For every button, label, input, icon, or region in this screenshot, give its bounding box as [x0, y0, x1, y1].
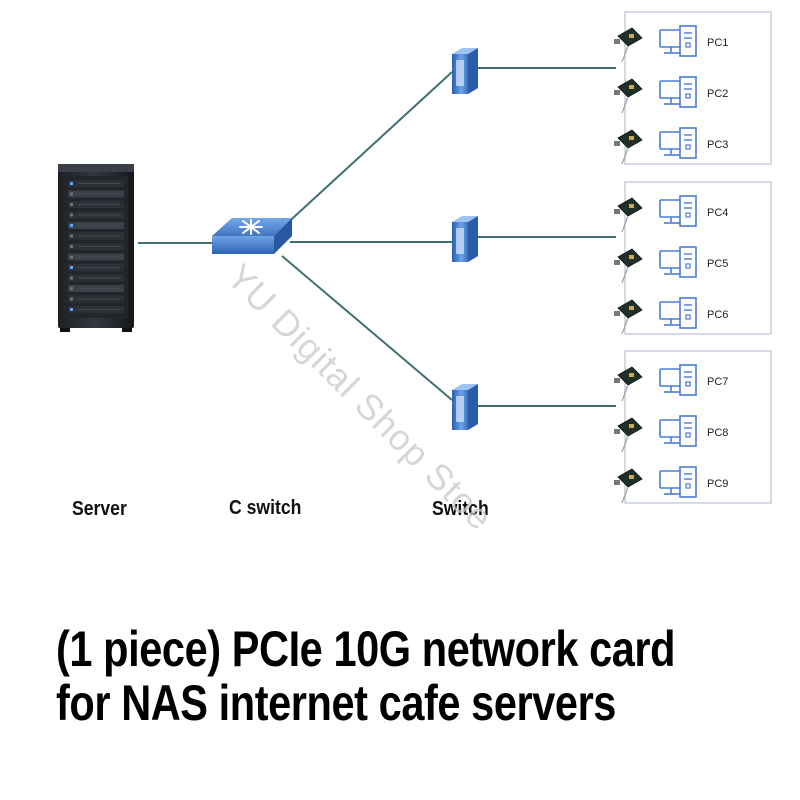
pc-label: PC8 [707, 427, 728, 439]
network-card-icon [614, 27, 643, 63]
pc-icon [659, 76, 697, 108]
network-card-icon [614, 129, 643, 165]
network-card-icon [614, 417, 643, 453]
network-card-icon [614, 197, 643, 233]
pc-label: PC6 [707, 309, 728, 321]
caption-line-2: for NAS internet cafe servers [56, 675, 616, 731]
pc-group-border [624, 11, 772, 165]
pc-label: PC1 [707, 37, 728, 49]
pc-group-border [624, 181, 772, 335]
pc-icon [659, 246, 697, 278]
pc-label: PC3 [707, 139, 728, 151]
core-switch-icon [212, 218, 292, 254]
pc-label: PC5 [707, 258, 728, 270]
pc-label: PC2 [707, 88, 728, 100]
network-card-icon [614, 366, 643, 402]
links [138, 67, 616, 407]
server-icon [58, 164, 134, 332]
switch-label: Switch [432, 498, 489, 520]
pc-label: PC9 [707, 478, 728, 490]
server-label: Server [72, 498, 127, 520]
link-core-switch3 [281, 255, 453, 401]
core-switch-label: C switch [229, 497, 302, 519]
pc-icon [659, 466, 697, 498]
network-card-icon [614, 78, 643, 114]
pc-group-border [624, 350, 772, 504]
access-switch-icon [452, 384, 478, 430]
network-card-icon [614, 299, 643, 335]
pc-icon [659, 364, 697, 396]
pc-icon [659, 415, 697, 447]
network-card-icon [614, 468, 643, 504]
link-core-switch1 [281, 71, 453, 229]
access-switch-icon [452, 48, 478, 94]
pc-icon [659, 297, 697, 329]
network-card-icon [614, 248, 643, 284]
pc-icon [659, 127, 697, 159]
pc-icon [659, 195, 697, 227]
product-caption: (1 piece) PCIe 10G network card for NAS … [56, 621, 676, 731]
pc-icon [659, 25, 697, 57]
pc-label: PC7 [707, 376, 728, 388]
pc-label: PC4 [707, 207, 728, 219]
caption-line-1: (1 piece) PCIe 10G network card [56, 621, 676, 677]
access-switch-icon [452, 216, 478, 262]
